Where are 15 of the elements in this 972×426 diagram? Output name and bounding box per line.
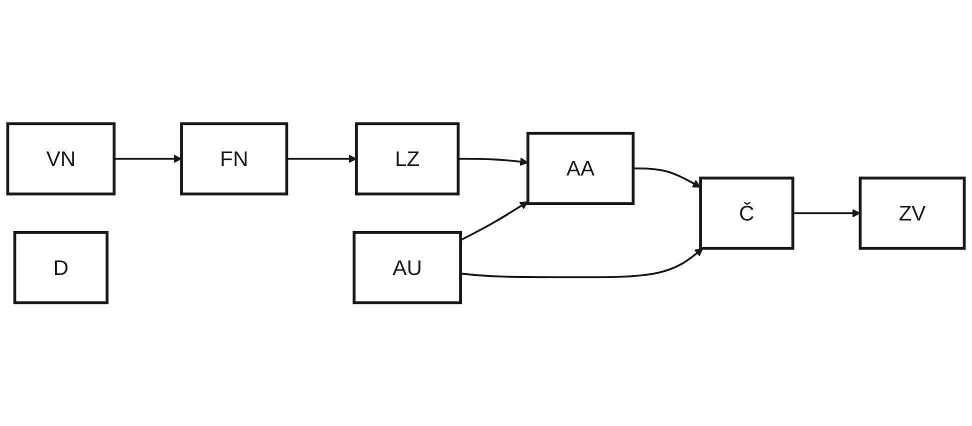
node-box: VN	[6, 122, 116, 196]
arrow	[792, 208, 861, 218]
node-box: D	[13, 230, 109, 304]
arrow	[458, 157, 528, 166]
node-box: Č	[699, 176, 794, 250]
node-box: LZ	[355, 122, 460, 196]
arrow	[460, 201, 528, 241]
node-box: FN	[180, 122, 288, 196]
node-box: ZV	[858, 176, 966, 250]
arrow	[114, 154, 182, 163]
arrow	[286, 154, 357, 163]
arrow	[460, 248, 704, 278]
node-box: AA	[526, 132, 635, 205]
arrow	[633, 167, 701, 188]
node-box: AU	[352, 230, 462, 304]
